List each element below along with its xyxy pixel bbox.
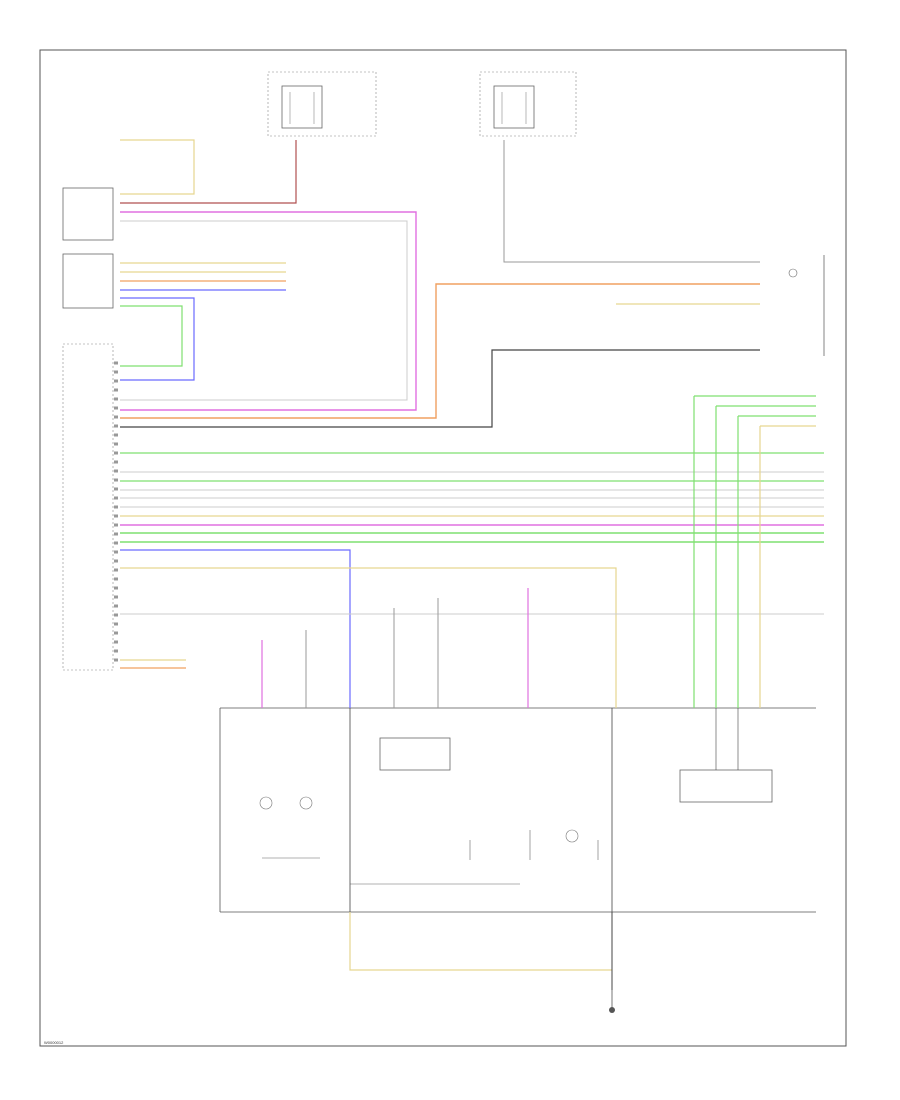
connector-pin — [114, 514, 118, 518]
connector-pin — [114, 460, 118, 464]
connector-pin — [114, 487, 118, 491]
wires-group — [114, 139, 824, 990]
wire-orange-long — [120, 283, 760, 419]
connector-pin — [114, 505, 118, 509]
wire-red-fuse — [120, 140, 297, 204]
connector-pin — [114, 388, 118, 392]
wire-green-loop — [120, 305, 183, 367]
connector-pin — [114, 451, 118, 455]
fuse-block-1 — [267, 71, 377, 137]
connector-pin — [114, 406, 118, 410]
wire-yellow-top — [120, 139, 195, 195]
connector-pin — [114, 424, 118, 428]
connector-pin — [114, 658, 118, 662]
connector-pin — [114, 649, 118, 653]
connector-pin — [114, 631, 118, 635]
connector-pin — [114, 370, 118, 374]
connector-pin — [114, 442, 118, 446]
left-module-middle — [62, 253, 114, 309]
connector-pin — [114, 577, 118, 581]
connector-pin — [114, 550, 118, 554]
connector-pin — [114, 622, 118, 626]
connector-pin — [114, 586, 118, 590]
connector-pin — [114, 469, 118, 473]
connector-pin — [114, 595, 118, 599]
page-code: W0000012 — [44, 1040, 64, 1045]
connector-pin — [114, 478, 118, 482]
wire-ground-yellow — [349, 912, 612, 971]
connector-pin — [114, 397, 118, 401]
right-lamp — [788, 255, 825, 356]
connector-pin — [114, 613, 118, 617]
lower-module — [219, 707, 816, 913]
connector-pin — [114, 361, 118, 365]
connector-pin — [114, 433, 118, 437]
lamp-3 — [565, 829, 579, 843]
connector-pin — [114, 532, 118, 536]
left-connector-column — [62, 343, 114, 671]
connector-pin — [114, 568, 118, 572]
fuse-block-2 — [479, 71, 577, 137]
left-module-top — [62, 187, 114, 241]
connector-pin — [114, 523, 118, 527]
wire-gray-loop — [120, 220, 408, 401]
wire-blue-loop — [120, 297, 195, 381]
connector-pin — [114, 604, 118, 608]
connector-pin — [114, 640, 118, 644]
wire-blue-down — [120, 549, 351, 708]
wire-pink-loop — [120, 211, 417, 411]
connector-pin — [114, 415, 118, 419]
connector-pin — [114, 541, 118, 545]
diagram-frame — [39, 49, 847, 1047]
lamp-1 — [259, 796, 273, 810]
wire-yellow-down — [120, 567, 617, 708]
connector-pin — [114, 559, 118, 563]
connector-pin — [114, 496, 118, 500]
lamp-2 — [299, 796, 313, 810]
connector-pin — [114, 379, 118, 383]
ground-symbol — [609, 990, 615, 1013]
wire-dark-long — [120, 349, 760, 428]
wire-gray-right — [503, 140, 760, 263]
